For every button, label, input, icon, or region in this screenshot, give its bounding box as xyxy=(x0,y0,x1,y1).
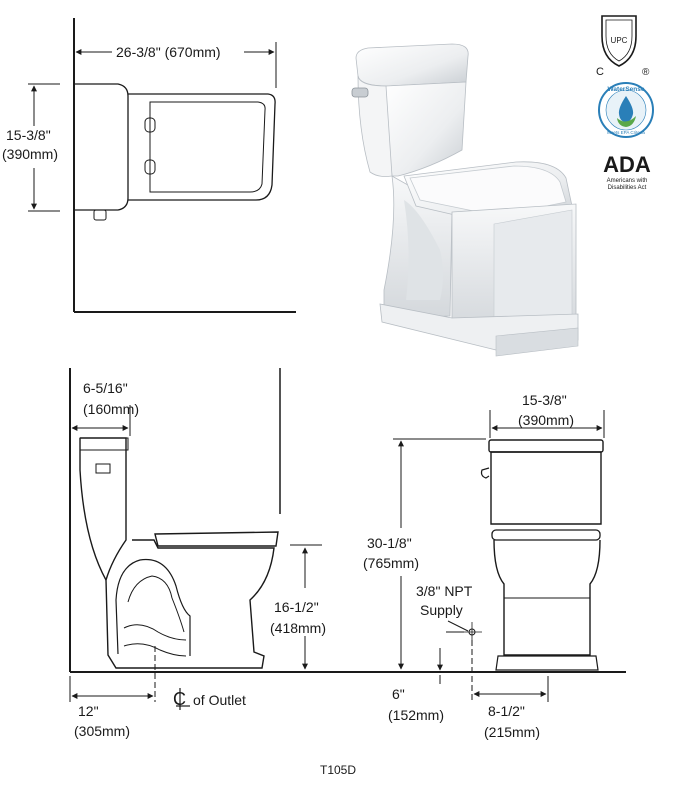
side-trapway xyxy=(115,558,191,656)
side-seat-lid xyxy=(154,531,279,547)
upc-logo: UPC C ® xyxy=(596,15,650,78)
side-toilet-outline xyxy=(80,437,275,669)
side-view: 6-5/16" (160mm) 16-1/2" (418mm) 12" (305… xyxy=(69,368,626,739)
water-drop-icon xyxy=(618,96,634,122)
outlet-label: of Outlet xyxy=(193,692,246,708)
flush-lever-icon xyxy=(351,87,369,98)
supply-crosshair-icon xyxy=(462,622,482,642)
rough-in-imperial: 12" xyxy=(78,703,99,719)
front-tank-lid xyxy=(488,439,604,453)
svg-text:WaterSense: WaterSense xyxy=(608,86,645,93)
svg-text:UPC: UPC xyxy=(611,36,628,45)
svg-text:Disabilities Act: Disabilities Act xyxy=(608,185,647,191)
svg-text:ADA: ADA xyxy=(603,152,651,177)
supply-offset-metric: (215mm) xyxy=(484,724,540,740)
svg-text:Meets EPA Criteria: Meets EPA Criteria xyxy=(607,130,645,135)
plan-view: 26-3/8" (670mm) 15-3/8" (390mm) xyxy=(2,18,296,313)
svg-text:Americans with: Americans with xyxy=(607,178,648,184)
plan-outlet xyxy=(93,209,107,221)
supply-label-text: Supply xyxy=(420,602,463,618)
supply-height-metric: (152mm) xyxy=(388,707,444,723)
seat-height-imperial: 16-1/2" xyxy=(274,599,319,615)
supply-height-imperial: 6" xyxy=(392,686,405,702)
upc-shield-icon xyxy=(601,15,637,67)
model-caption: T105D xyxy=(320,763,356,777)
centerline-icon: C xyxy=(173,688,190,710)
plan-width-label: 26-3/8" (670mm) xyxy=(116,44,221,60)
plan-seat-outline xyxy=(149,101,266,193)
plan-tank-outline xyxy=(74,83,129,211)
front-lever-icon xyxy=(480,467,490,479)
plan-depth-metric: (390mm) xyxy=(2,146,58,162)
tank-depth-imperial: 6-5/16" xyxy=(83,380,128,396)
supply-offset-imperial: 8-1/2" xyxy=(488,703,525,719)
supply-label-size: 3/8" NPT xyxy=(416,583,473,599)
front-width-imperial: 15-3/8" xyxy=(522,392,567,408)
plan-hinge-right xyxy=(144,159,156,175)
side-flush-button-icon xyxy=(95,463,111,474)
front-tank xyxy=(490,451,602,525)
tank-depth-metric: (160mm) xyxy=(83,401,139,417)
product-photo xyxy=(351,43,579,357)
front-width-metric: (390mm) xyxy=(518,412,574,428)
plan-bowl-outline xyxy=(128,93,276,201)
total-height-imperial: 30-1/8" xyxy=(367,535,412,551)
plan-hinge-left xyxy=(144,117,156,133)
svg-text:®: ® xyxy=(642,67,650,78)
svg-text:C: C xyxy=(596,66,604,78)
seat-height-metric: (418mm) xyxy=(270,620,326,636)
watersense-logo: WaterSense Meets EPA Criteria xyxy=(598,82,654,138)
plan-depth-imperial: 15-3/8" xyxy=(6,127,51,143)
total-height-metric: (765mm) xyxy=(363,555,419,571)
front-bowl xyxy=(493,539,601,656)
front-view: 15-3/8" (390mm) 30-1/8" (765mm) 3/8" NPT… xyxy=(363,392,605,740)
front-seat xyxy=(491,529,601,541)
rough-in-metric: (305mm) xyxy=(74,723,130,739)
ada-logo: ADA Americans with Disabilities Act xyxy=(603,152,651,191)
